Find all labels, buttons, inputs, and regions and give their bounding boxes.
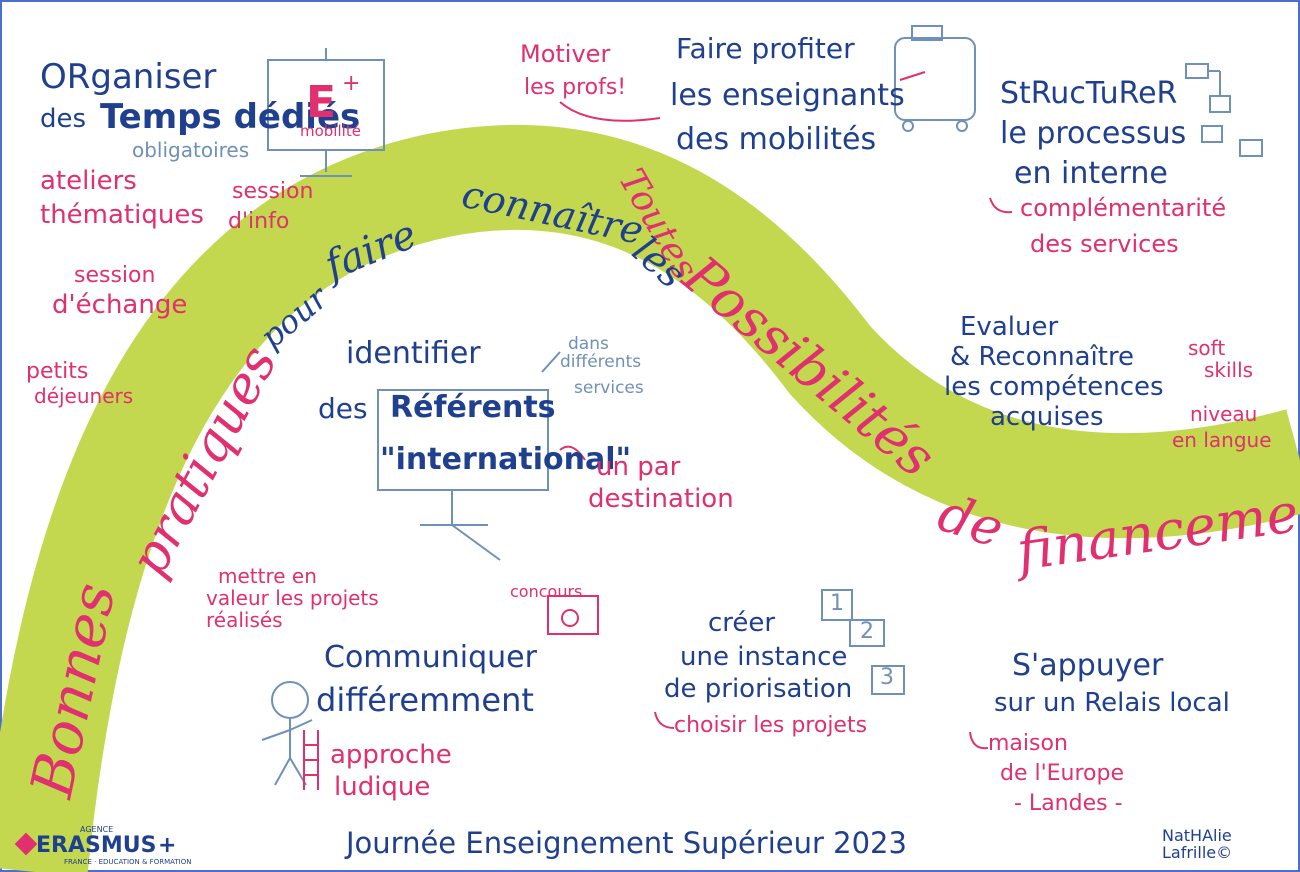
appuyer-l2: sur un Relais local bbox=[994, 688, 1230, 718]
identifier-l4: "international" bbox=[380, 442, 632, 477]
petits-l1: petits bbox=[26, 359, 89, 384]
mettre-l2: valeur les projets bbox=[206, 586, 379, 610]
board-letter: E bbox=[306, 77, 337, 128]
evaluer-l4: acquises bbox=[990, 402, 1104, 432]
evaluer-soft: soft bbox=[1188, 336, 1226, 360]
arrow-motiver bbox=[559, 101, 661, 122]
footer-title: Journée Enseignement Supérieur 2023 bbox=[346, 826, 907, 860]
identifier-note2: différents bbox=[560, 352, 642, 372]
board-plus: + bbox=[342, 71, 361, 96]
identifier-note3: services bbox=[574, 378, 644, 398]
concours-label: concours bbox=[510, 582, 583, 601]
logo-plus: + bbox=[158, 833, 177, 858]
petits-l2: déjeuners bbox=[34, 384, 134, 408]
faire-profiter-l3: des mobilités bbox=[676, 122, 877, 157]
arrow-suitcase bbox=[899, 71, 926, 81]
evaluer-langue: en langue bbox=[1172, 428, 1272, 452]
suitcase-icon bbox=[894, 25, 976, 132]
mettre-l1: mettre en bbox=[218, 564, 317, 588]
creer-n1: 1 bbox=[830, 591, 844, 616]
logo-name: ERASMUS bbox=[36, 833, 157, 858]
logo-agence: AGENCE bbox=[80, 825, 114, 834]
arrow-destination bbox=[559, 445, 586, 461]
motiver-l1: Motiver bbox=[520, 40, 611, 68]
identifier-l2: des bbox=[318, 392, 368, 425]
identifier-dest2: destination bbox=[588, 484, 734, 514]
creer-n2: 2 bbox=[860, 619, 874, 644]
numbered-boxes bbox=[821, 589, 905, 695]
creer-n3: 3 bbox=[880, 665, 894, 690]
session-info-l2: d'info bbox=[228, 209, 290, 234]
evaluer-niveau: niveau bbox=[1190, 402, 1258, 426]
logo-star-icon bbox=[14, 832, 38, 856]
identifier-l3: Référents bbox=[390, 390, 556, 425]
signature: NatHAlie Lafrille© bbox=[1162, 826, 1233, 862]
structurer-l5: des services bbox=[1030, 230, 1179, 258]
structurer-l4: complémentarité bbox=[1020, 194, 1227, 222]
faire-profiter-l1: Faire profiter bbox=[676, 32, 855, 65]
evaluer-l2: & Reconnaître bbox=[950, 342, 1135, 372]
identifier-dest1: un par bbox=[596, 452, 681, 482]
board-sub: mobilité bbox=[300, 122, 361, 140]
arrow-structurer bbox=[989, 197, 1013, 214]
evaluer-l1: Evaluer bbox=[960, 312, 1059, 342]
communiquer-a2: ludique bbox=[334, 772, 431, 802]
logo-sub: FRANCE · EDUCATION & FORMATION bbox=[64, 858, 192, 866]
structurer-l2: le processus bbox=[1000, 116, 1187, 151]
org-chart-icon bbox=[1185, 63, 1263, 157]
motiver-l2: les profs! bbox=[524, 75, 627, 100]
appuyer-m3: - Landes - bbox=[1014, 791, 1123, 816]
erasmus-logo: AGENCE ERASMUS + FRANCE · EDUCATION & FO… bbox=[14, 825, 192, 870]
appuyer-m2: de l'Europe bbox=[1000, 761, 1125, 786]
green-band bbox=[0, 124, 1300, 872]
creer-l4: choisir les projets bbox=[674, 713, 868, 738]
evaluer-skills: skills bbox=[1204, 358, 1254, 382]
session-echange-l1: session bbox=[74, 263, 156, 288]
identifier-note1: dans bbox=[568, 334, 609, 354]
evaluer-l3: les compétences bbox=[944, 372, 1164, 402]
appuyer-l1: S'appuyer bbox=[1012, 648, 1164, 683]
presentation-board-icon bbox=[267, 48, 385, 177]
ateliers-l2: thématiques bbox=[40, 200, 204, 230]
organiser-obligatoires: obligatoires bbox=[132, 138, 250, 162]
arrow-maison bbox=[969, 731, 989, 750]
organiser-des: des bbox=[40, 104, 87, 134]
session-info-l1: session bbox=[232, 179, 314, 204]
creer-l1: créer bbox=[708, 608, 776, 638]
communiquer-a1: approche bbox=[330, 740, 452, 770]
creer-l3: de priorisation bbox=[664, 674, 853, 704]
communiquer-l2: différemment bbox=[316, 681, 534, 719]
ateliers-l1: ateliers bbox=[40, 166, 137, 196]
ladder-icon bbox=[303, 730, 319, 790]
arrows bbox=[541, 71, 1013, 750]
session-echange-l2: d'échange bbox=[52, 290, 188, 320]
faire-profiter-l2: les enseignants bbox=[670, 78, 905, 113]
appuyer-m1: maison bbox=[988, 731, 1068, 756]
structurer-l3: en interne bbox=[1014, 156, 1168, 191]
referent-board-icon bbox=[377, 389, 549, 561]
arrow-choisir bbox=[654, 711, 675, 729]
communiquer-l1: Communiquer bbox=[324, 640, 537, 675]
camera-icon bbox=[547, 595, 599, 635]
creer-l2: une instance bbox=[680, 642, 848, 672]
identifier-l1: identifier bbox=[346, 336, 481, 371]
structurer-l1: StRucTuReR bbox=[1000, 76, 1178, 111]
mettre-l3: réalisés bbox=[206, 608, 283, 632]
organiser-temps: Temps dédiés bbox=[100, 97, 361, 137]
organiser-title: ORganiser bbox=[40, 57, 217, 97]
arrow-dans bbox=[541, 351, 561, 373]
